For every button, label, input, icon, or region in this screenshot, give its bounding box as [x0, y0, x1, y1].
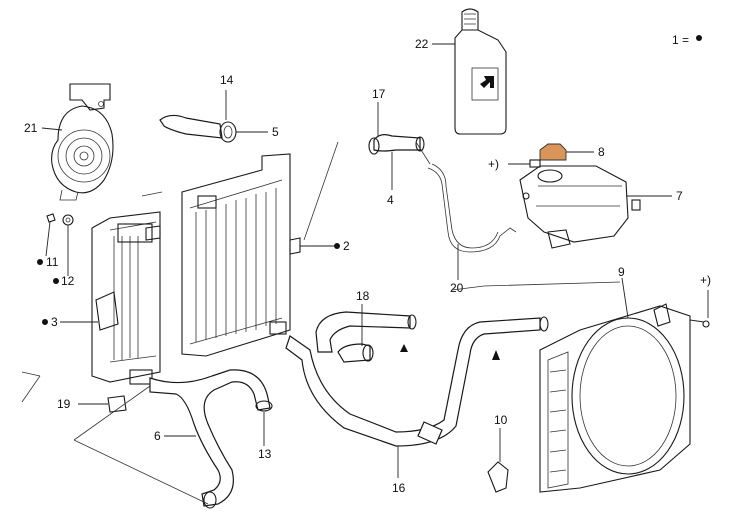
callout-20: 20: [450, 281, 464, 295]
main-radiator: [181, 153, 301, 357]
expansion-tank: [519, 165, 641, 249]
plus-marker-right: +): [700, 273, 711, 287]
fastener-parts: [46, 213, 74, 226]
callout-17: 17: [372, 87, 386, 101]
upper-hose-14: [159, 114, 237, 143]
callout-13: 13: [258, 447, 272, 461]
callout-19: 19: [57, 397, 71, 411]
callout-2: 2: [343, 239, 350, 253]
fastener-dot-icon: [696, 35, 702, 41]
legend-text: 1 =: [672, 33, 689, 47]
fastener-dot-icon: [42, 319, 48, 325]
electric-fan-assembly: [51, 83, 114, 201]
legend-fastener-key: 1 =: [672, 33, 702, 47]
fastener-dot-icon: [334, 243, 340, 249]
callout-5: 5: [272, 125, 279, 139]
auxiliary-cooler: [91, 211, 161, 385]
callout-4: 4: [387, 193, 394, 207]
bracket-part: [107, 395, 127, 413]
callout-8: 8: [598, 145, 605, 159]
callout-6: 6: [154, 429, 161, 443]
callout-16: 16: [392, 481, 406, 495]
callout-7: 7: [676, 189, 683, 203]
arrow-marker-icon: [492, 350, 500, 360]
callout-9: 9: [618, 265, 625, 279]
callout-14: 14: [220, 73, 234, 87]
pour-arrow-icon: [480, 76, 494, 88]
coolant-bottle: [454, 8, 507, 135]
callout-12: 12: [61, 274, 75, 288]
hose-18: [315, 311, 417, 363]
hose-17: [368, 134, 425, 155]
callout-3: 3: [51, 315, 58, 329]
vent-pipe-20: [427, 167, 517, 253]
callout-11: 11: [46, 255, 59, 269]
callout-21: 21: [24, 121, 38, 135]
hose-6: [149, 369, 273, 509]
plus-marker-top: +): [488, 157, 499, 171]
fastener-dot-icon: [37, 259, 43, 265]
clip-part: [487, 461, 509, 493]
callout-22: 22: [415, 37, 429, 51]
pressure-cap: [539, 143, 567, 161]
fan-shroud: [539, 303, 710, 493]
callout-18: 18: [356, 289, 370, 303]
callout-10: 10: [494, 413, 508, 427]
lower-hose-16: [285, 316, 549, 447]
arrow-marker-icon: [400, 344, 408, 352]
fastener-dot-icon: [53, 278, 59, 284]
